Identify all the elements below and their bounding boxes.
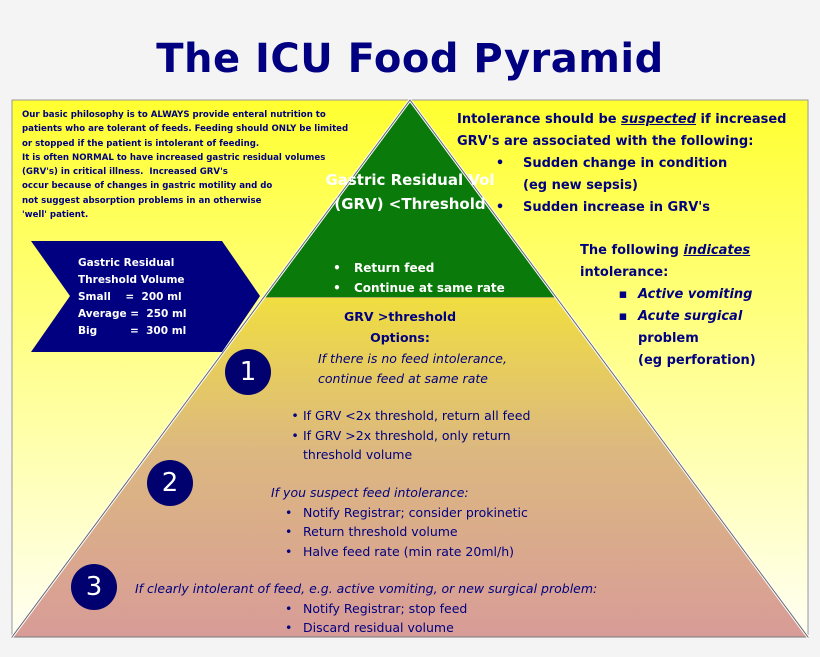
list-item: Notify Registrar; stop feed: [303, 600, 468, 616]
threshold-chevron: [31, 241, 260, 352]
list-item: Return threshold volume: [303, 524, 458, 539]
text: If there is no feed intolerance,: [318, 351, 507, 366]
heading: GRV >threshold: [343, 309, 457, 324]
list-item: Active vomiting: [638, 287, 753, 302]
list-item: Discard residual volume: [303, 620, 454, 635]
top-tier-title: Gastric Residual Vol (GRV) <Threshold: [325, 171, 495, 213]
step-3-badge: 3: [71, 564, 117, 610]
bullet-icon: •: [333, 281, 341, 295]
subheading: Options:: [370, 330, 430, 345]
pyramid-edge-line: [11, 99, 809, 638]
bullet-icon: •: [285, 524, 293, 539]
list-item: (eg perforation): [638, 353, 756, 368]
list-item: Sudden increase in GRV's: [523, 200, 711, 215]
bullet-icon: ▪: [618, 287, 628, 302]
list-item: Sudden change in condition: [523, 156, 728, 171]
text: continue feed at same rate: [318, 371, 488, 386]
text: If clearly intolerant of feed, e.g. acti…: [135, 581, 598, 596]
options-heading: GRV >threshold Options:: [300, 306, 500, 348]
bullet-icon: •: [495, 200, 505, 215]
step-2-badge: 2: [147, 460, 193, 506]
text: The following: [580, 243, 684, 258]
bullet-icon: •: [285, 620, 293, 635]
text: If you suspect feed intolerance:: [271, 485, 469, 500]
top-tier-list: • Return feed • Continue at same rate: [320, 258, 505, 298]
list-item: Notify Registrar; consider prokinetic: [303, 504, 528, 520]
step-1-list: • If GRV <2x threshold, return all feed •…: [287, 406, 530, 465]
text: if increased: [696, 112, 787, 127]
list-item: Continue at same rate: [354, 281, 505, 295]
list-item: If GRV <2x threshold, return all feed: [303, 408, 531, 423]
list-item: Return feed: [354, 261, 435, 275]
emphasis: indicates: [683, 243, 751, 258]
threshold-volume-text: Gastric Residual Threshold Volume Small …: [78, 257, 187, 337]
list-item: If GRV >2x threshold, only return: [303, 427, 511, 443]
step-3-text: If clearly intolerant of feed, e.g. acti…: [135, 579, 597, 638]
bullet-icon: •: [291, 408, 299, 423]
bullet-icon: •: [333, 261, 341, 275]
text: GRV's are associated with the following:: [457, 134, 754, 149]
list-item: threshold volume: [303, 447, 413, 462]
philosophy-text: Our basic philosophy is to ALWAYS provid…: [22, 110, 349, 221]
suspected-intolerance: Intolerance should be suspected if incre…: [457, 109, 786, 219]
step-2-text: If you suspect feed intolerance: • Notify…: [271, 483, 528, 561]
bullet-icon: •: [291, 427, 299, 443]
pyramid-top-tier: [264, 100, 556, 297]
step-1-badge: 1: [225, 349, 271, 395]
emphasis: suspected: [621, 112, 697, 127]
bullet-icon: ▪: [618, 309, 628, 324]
bullet-icon: •: [285, 543, 293, 559]
bullet-icon: •: [285, 504, 293, 520]
bullet-icon: •: [285, 600, 293, 616]
step-1-text: If there is no feed intolerance, continu…: [318, 349, 507, 389]
list-item: (eg new sepsis): [523, 178, 638, 193]
page-title: The ICU Food Pyramid: [156, 36, 664, 82]
list-item: Acute surgical: [638, 309, 743, 324]
list-item: Halve feed rate (min rate 20ml/h): [303, 543, 514, 559]
bullet-icon: •: [495, 156, 505, 171]
text: intolerance:: [580, 265, 669, 280]
list-item: problem: [638, 331, 699, 346]
indicated-intolerance: The following indicates intolerance: ▪ Ac…: [580, 240, 756, 372]
text: Intolerance should be: [457, 112, 622, 127]
